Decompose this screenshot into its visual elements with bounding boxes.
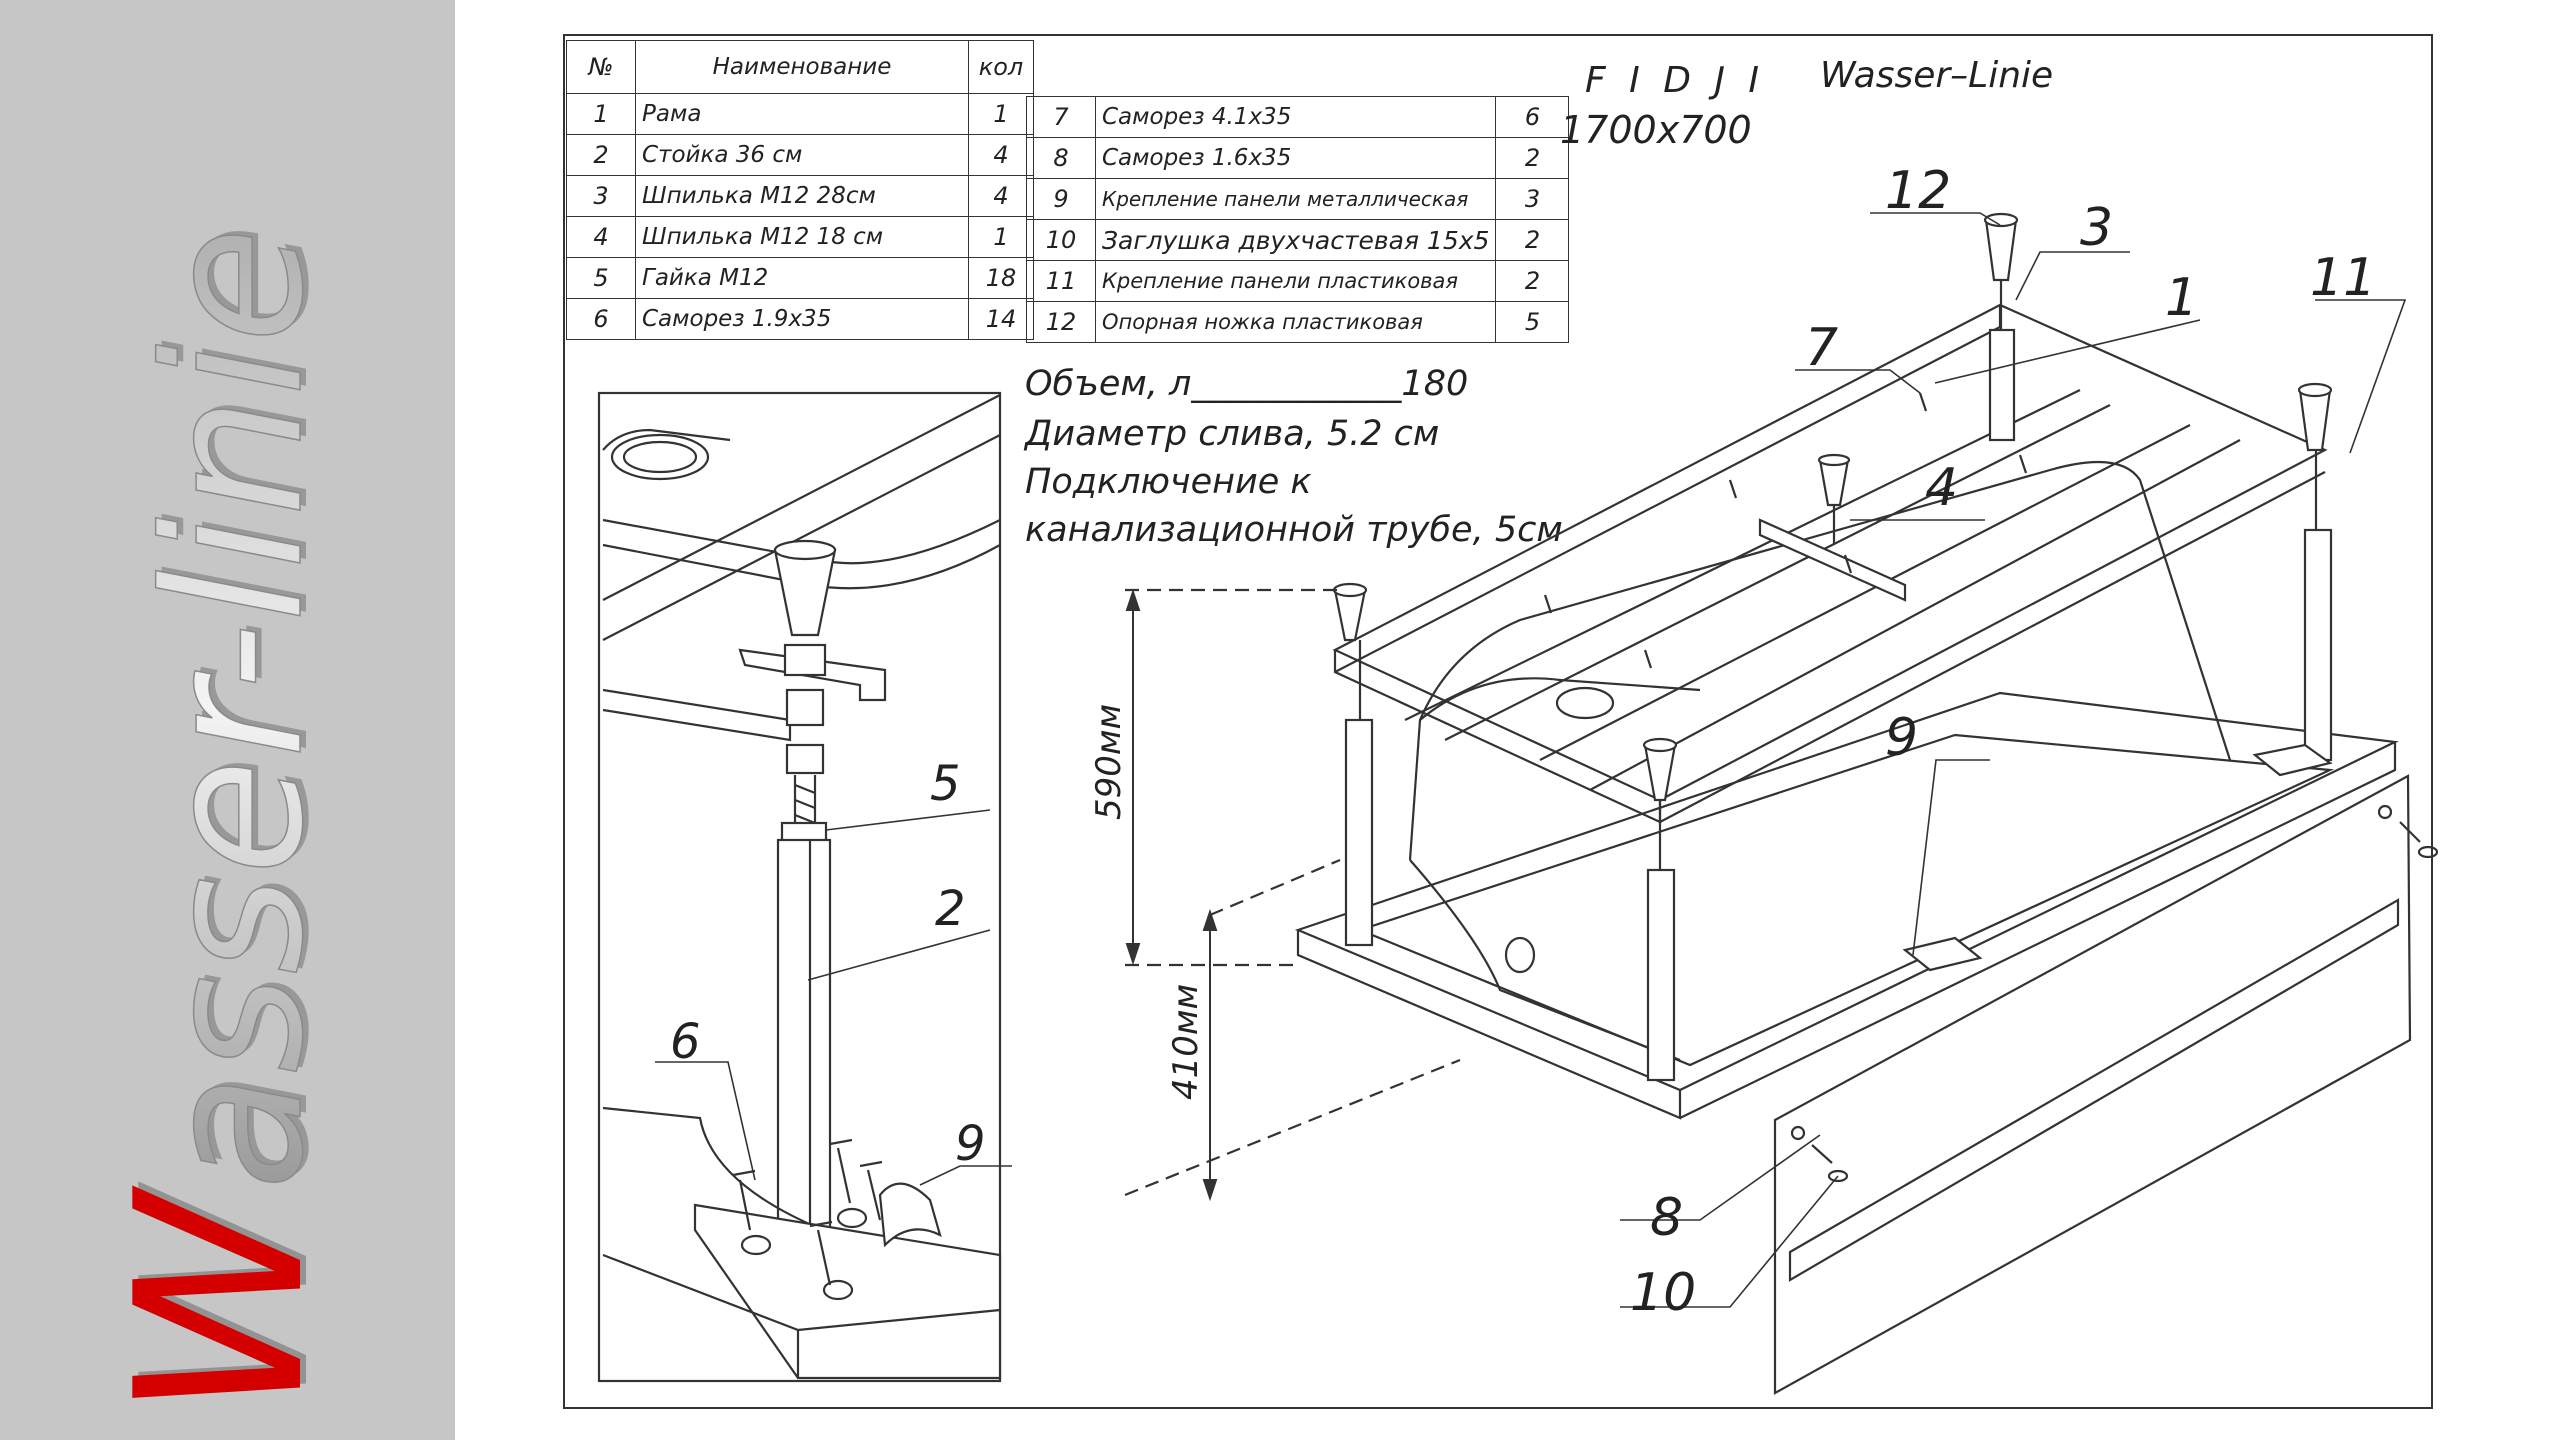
label-3: 3	[2080, 198, 2113, 258]
svg-text:asser-linie: asser-linie	[130, 223, 351, 1186]
row-number: 3	[566, 175, 636, 217]
leg-back-right	[2303, 528, 2333, 762]
detail-label-6: 6	[670, 1014, 701, 1070]
row-qty: 2	[1495, 219, 1570, 261]
label-4: 4	[1925, 458, 1958, 518]
header-qty: кол	[968, 40, 1034, 94]
front-panel	[1773, 774, 2412, 1395]
model-name: F I D J I	[1585, 60, 1766, 101]
detail-frame	[597, 391, 1002, 1383]
drain-hole	[610, 433, 710, 481]
row-name: Шпилька М12 28см	[635, 175, 969, 217]
row-name: Стойка 36 см	[635, 134, 969, 176]
leg-back-left	[1988, 328, 2016, 442]
leg-front-left	[1344, 718, 1374, 947]
label-7: 7	[1805, 318, 1838, 378]
dim-height-upper: 590мм	[1089, 704, 1129, 820]
row-number: 4	[566, 216, 636, 258]
brand-panel	[0, 0, 455, 1440]
label-10: 10	[1630, 1263, 1696, 1323]
row-qty: 2	[1495, 260, 1570, 302]
logo-letter-w: W	[88, 1185, 355, 1420]
main-assembly-view	[1124, 212, 2439, 1395]
table-header: № Наименование кол	[566, 40, 1034, 94]
row-number: 1	[566, 93, 636, 135]
dim-height-lower: 410мм	[1166, 984, 1206, 1100]
manufacturer-name: Wasser–Linie	[1820, 55, 2054, 96]
svg-text:W: W	[94, 1181, 361, 1416]
detail-label-9: 9	[955, 1116, 986, 1172]
row-name: Саморез 4.1х35	[1094, 96, 1497, 138]
spec-drain: Диаметр слива, 5.2 см	[1025, 414, 1440, 454]
label-1: 1	[2165, 268, 2198, 328]
support-column	[776, 838, 832, 1292]
row-qty: 4	[968, 175, 1034, 217]
dimension-lines	[1125, 588, 1218, 1202]
row-qty: 5	[1495, 301, 1570, 343]
row-qty: 1	[968, 93, 1034, 135]
row-qty: 2	[1495, 137, 1570, 179]
row-name: Опорная ножка пластиковая	[1094, 301, 1497, 343]
model-dimensions: 1700x700	[1560, 108, 1752, 152]
row-qty: 3	[1495, 178, 1570, 220]
row-number: 11	[1026, 260, 1096, 302]
drawing-sheet	[563, 34, 2433, 1409]
logo-text-rest: asser-linie	[124, 227, 345, 1190]
label-11: 11	[2310, 248, 2376, 308]
detail-label-2: 2	[935, 881, 966, 937]
row-number: 6	[566, 298, 636, 340]
detail-label-5: 5	[930, 756, 961, 812]
row-number: 10	[1026, 219, 1096, 261]
tub-drain	[1555, 686, 1615, 720]
brand-logo: W W asser-linie asser-linie	[88, 223, 361, 1420]
spec-connection-line1: Подключение к	[1025, 462, 1312, 502]
label-8: 8	[1650, 1188, 1683, 1248]
row-name: Саморез 1.9х35	[635, 298, 969, 340]
row-name: Шпилька М12 18 см	[635, 216, 969, 258]
label-12: 12	[1885, 161, 1951, 221]
spec-connection-line2: канализационной трубе, 5см	[1025, 510, 1563, 550]
spec-volume: Объем, л____________180	[1025, 364, 1469, 404]
row-name: Гайка М12	[635, 257, 969, 299]
label-9: 9	[1885, 708, 1918, 768]
header-name: Наименование	[635, 40, 969, 94]
leg-front-right	[1646, 868, 1676, 1082]
row-name: Заглушка двухчастевая 15х5	[1094, 219, 1497, 261]
row-number: 7	[1026, 96, 1096, 138]
detail-view	[597, 391, 1002, 1383]
